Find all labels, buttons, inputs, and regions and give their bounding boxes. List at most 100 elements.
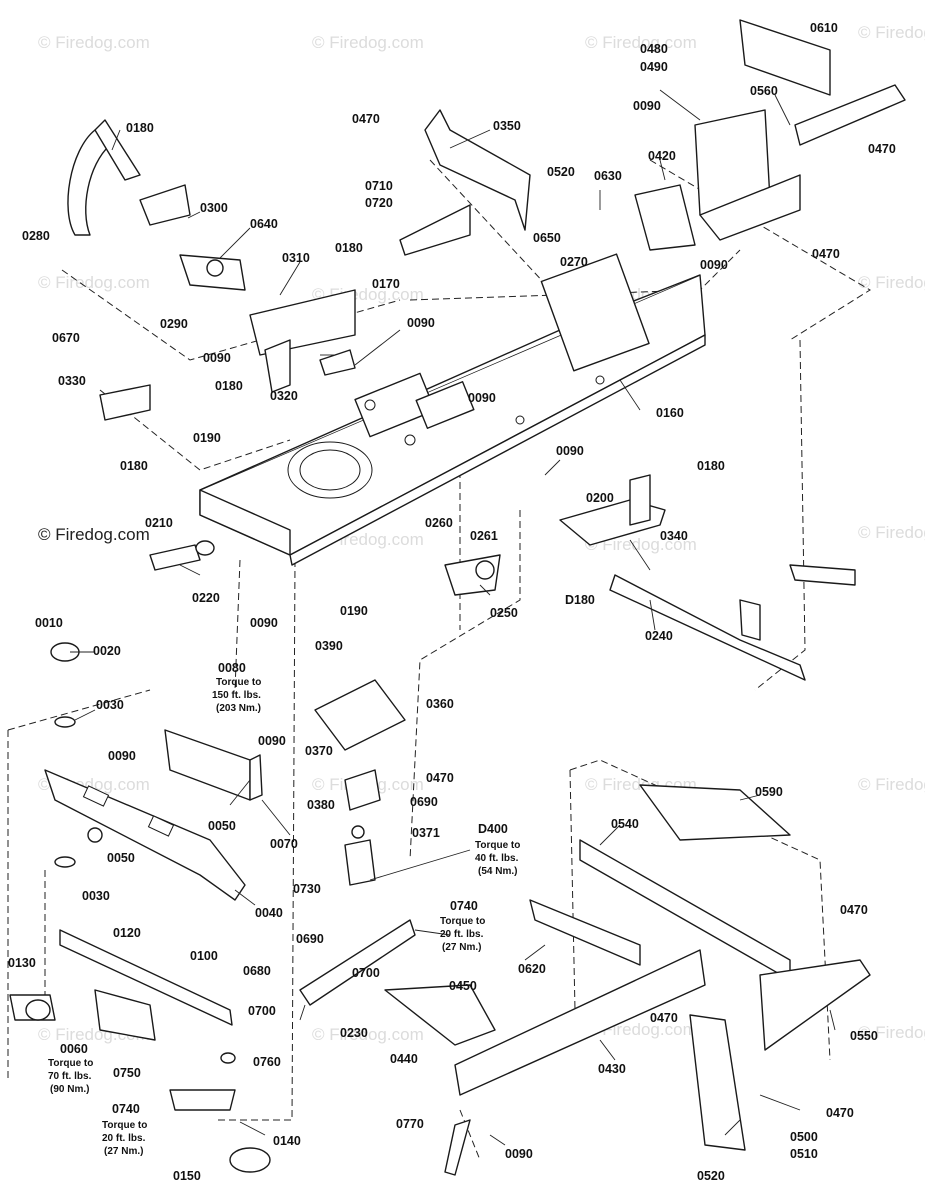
watermark: © Firedog.com	[858, 273, 925, 292]
callout-0500: 0500	[790, 1130, 818, 1144]
callout-0470: 0470	[826, 1106, 854, 1120]
torque-note-line: 150 ft. lbs.	[212, 690, 261, 701]
callout-0700: 0700	[352, 966, 380, 980]
bolt-0220	[149, 544, 201, 571]
callout-0090: 0090	[258, 734, 286, 748]
callout-0430: 0430	[598, 1062, 626, 1076]
callout-0050: 0050	[107, 851, 135, 865]
callout-0320: 0320	[270, 389, 298, 403]
nut-0050	[87, 827, 103, 843]
lever-0350	[424, 109, 531, 231]
callout-0520: 0520	[697, 1169, 725, 1183]
torque-note-line: Torque to	[216, 677, 261, 688]
callout-0470: 0470	[840, 903, 868, 917]
bracket-0500	[689, 1014, 746, 1151]
callout-0090: 0090	[633, 99, 661, 113]
callout-0220: 0220	[192, 591, 220, 605]
callout-0690: 0690	[296, 932, 324, 946]
callout-D400: D400	[478, 822, 508, 836]
bar-0560	[794, 84, 906, 146]
part-0770	[444, 1119, 471, 1176]
callout-0230: 0230	[340, 1026, 368, 1040]
callout-0030: 0030	[96, 698, 124, 712]
bar-0550	[759, 959, 871, 1051]
callout-0640: 0640	[250, 217, 278, 231]
callout-0180: 0180	[335, 241, 363, 255]
callout-0040: 0040	[255, 906, 283, 920]
plate-0710	[399, 204, 471, 256]
torque-note-line: (203 Nm.)	[216, 703, 261, 714]
torque-note-line: 40 ft. lbs.	[475, 853, 519, 864]
callout-0770: 0770	[396, 1117, 424, 1131]
callout-0390: 0390	[315, 639, 343, 653]
callout-0050: 0050	[208, 819, 236, 833]
callout-0020: 0020	[93, 644, 121, 658]
callout-0140: 0140	[273, 1134, 301, 1148]
callout-0261: 0261	[470, 529, 498, 543]
callout-0520: 0520	[547, 165, 575, 179]
bracket-0750	[94, 989, 156, 1041]
callout-0180: 0180	[126, 121, 154, 135]
callout-0490: 0490	[640, 60, 668, 74]
bracket-0320	[264, 339, 291, 393]
callout-0240: 0240	[645, 629, 673, 643]
callout-0090: 0090	[250, 616, 278, 630]
callout-0070: 0070	[270, 837, 298, 851]
callout-0371: 0371	[412, 826, 440, 840]
callout-0630: 0630	[594, 169, 622, 183]
leader-lines	[70, 89, 836, 1146]
frame-0430	[454, 949, 706, 1096]
callout-0450: 0450	[449, 979, 477, 993]
bar-0120	[59, 929, 233, 1026]
torque-note-line: (54 Nm.)	[478, 866, 517, 877]
watermark: © Firedog.com	[858, 1023, 925, 1042]
spindle-0150	[169, 1089, 236, 1111]
bracket-0620	[529, 899, 641, 966]
callout-0260: 0260	[425, 516, 453, 530]
bracket-0310	[249, 289, 356, 356]
plate-0590	[639, 784, 791, 841]
callout-0090: 0090	[556, 444, 584, 458]
callout-labels: 0180 0280 0300 0640 0290 0310 0180 0170 …	[8, 21, 896, 1183]
callout-0540: 0540	[611, 817, 639, 831]
callout-0720: 0720	[365, 196, 393, 210]
brand-watermark: © Firedog.com	[38, 525, 150, 544]
callout-0170: 0170	[372, 277, 400, 291]
callout-0760: 0760	[253, 1055, 281, 1069]
callout-0370: 0370	[305, 744, 333, 758]
callout-0090: 0090	[468, 391, 496, 405]
callout-0180: 0180	[120, 459, 148, 473]
plate-0440	[384, 984, 496, 1046]
callout-0380: 0380	[307, 798, 335, 812]
callout-0350: 0350	[493, 119, 521, 133]
torque-note-line: Torque to	[48, 1058, 93, 1069]
callout-0550: 0550	[850, 1029, 878, 1043]
callout-0710: 0710	[365, 179, 393, 193]
watermark: © Firedog.com	[312, 1025, 424, 1044]
torque-note-line: (27 Nm.)	[442, 942, 481, 953]
callout-0690: 0690	[410, 795, 438, 809]
bracket-0730	[344, 839, 376, 886]
callout-0340: 0340	[660, 529, 688, 543]
callout-0180: 0180	[697, 459, 725, 473]
callout-0190: 0190	[340, 604, 368, 618]
torque-note-line: Torque to	[102, 1120, 147, 1131]
callout-0010: 0010	[35, 616, 63, 630]
callout-0730: 0730	[293, 882, 321, 896]
callout-0420: 0420	[648, 149, 676, 163]
torque-notes: Torque to 150 ft. lbs. (203 Nm.) Torque …	[48, 677, 520, 1157]
callout-0470: 0470	[812, 247, 840, 261]
plate-0610	[739, 19, 831, 96]
callout-0470: 0470	[650, 1011, 678, 1025]
callout-0130: 0130	[8, 956, 36, 970]
callout-0750: 0750	[113, 1066, 141, 1080]
callout-0090: 0090	[108, 749, 136, 763]
watermark: © Firedog.com	[858, 775, 925, 794]
callout-0680: 0680	[243, 964, 271, 978]
torque-note-line: 70 ft. lbs.	[48, 1071, 92, 1082]
watermark: © Firedog.com	[858, 23, 925, 42]
lever-0280	[67, 129, 111, 236]
bracket-0360	[314, 679, 406, 751]
